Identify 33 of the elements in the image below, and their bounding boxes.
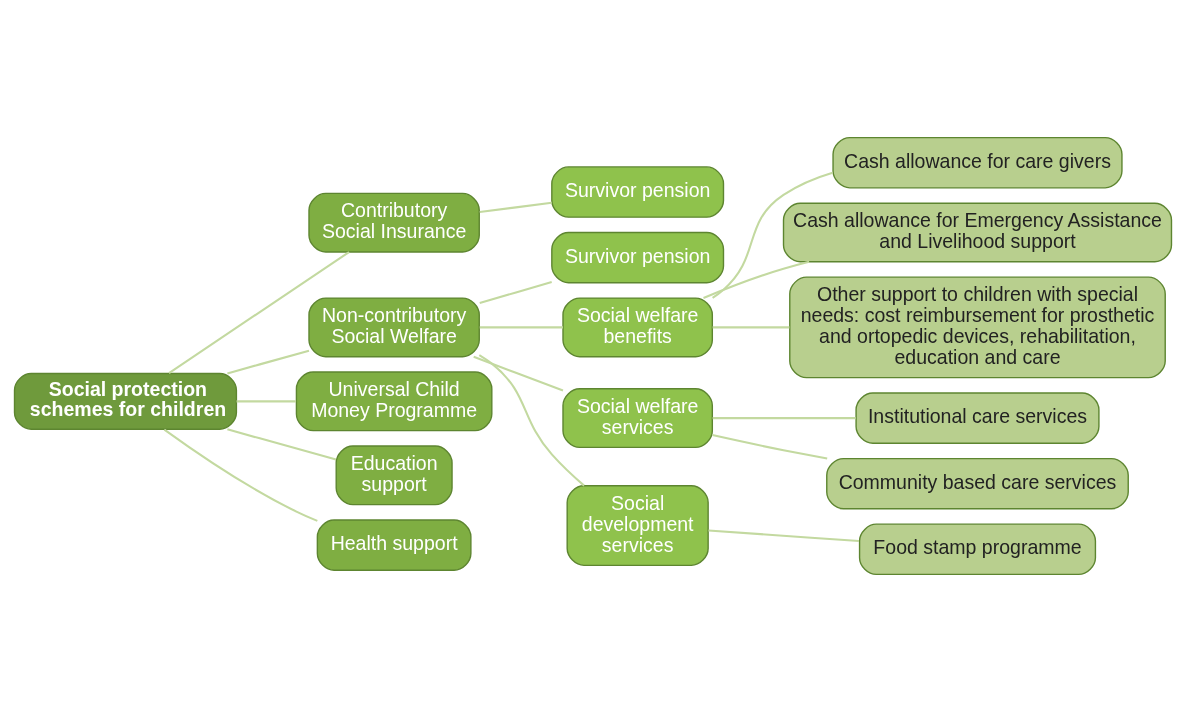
node-box: Cash allowance for Emergency Assistance and Livelihood support bbox=[782, 202, 1173, 262]
node-box: Contributory Social Insurance bbox=[308, 192, 480, 253]
connector bbox=[712, 325, 790, 328]
connector bbox=[163, 428, 318, 522]
connector bbox=[708, 528, 860, 542]
connector bbox=[712, 433, 828, 460]
node-box: Social welfare benefits bbox=[562, 296, 714, 357]
node-box: Survivor pension bbox=[551, 165, 725, 218]
connector bbox=[703, 260, 810, 299]
connector bbox=[712, 416, 856, 419]
node-box: Other support to children with special needs: cost reimbursement for prosthetic and ortopedic devices, rehabilitation, education and care bbox=[789, 275, 1166, 378]
node-box: Universal Child Money Programme bbox=[295, 370, 493, 431]
node-box: Food stamp programme bbox=[858, 522, 1097, 575]
node-box: Cash allowance for care givers bbox=[832, 136, 1123, 189]
node-box: Non-contributory Social Welfare bbox=[308, 296, 480, 357]
connector bbox=[168, 250, 350, 374]
node-box: Social welfare services bbox=[562, 387, 714, 448]
node-box: Health support bbox=[316, 518, 472, 571]
connector bbox=[479, 201, 552, 213]
connector bbox=[479, 280, 552, 304]
connector bbox=[236, 399, 297, 402]
node-box: Community based care services bbox=[826, 457, 1129, 509]
connector bbox=[473, 355, 564, 391]
connector bbox=[712, 171, 833, 299]
connector bbox=[227, 349, 310, 374]
connector bbox=[227, 427, 337, 461]
node-box: Survivor pension bbox=[551, 231, 725, 283]
node-box: Institutional care services bbox=[855, 391, 1100, 444]
node-box: Social protection schemes for children bbox=[13, 372, 238, 430]
connector bbox=[479, 325, 563, 328]
connector bbox=[478, 353, 585, 486]
node-box: Social development services bbox=[566, 484, 709, 566]
node-box: Education support bbox=[335, 444, 453, 505]
